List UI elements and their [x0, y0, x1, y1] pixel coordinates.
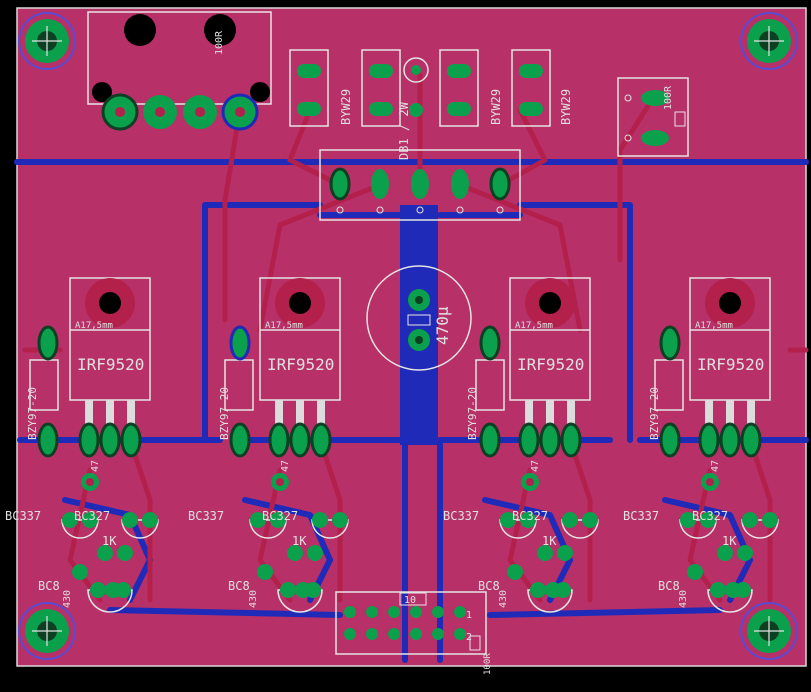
resistor-top-label: 100R	[214, 30, 225, 55]
ch4-bc337-label: BC337	[623, 509, 659, 523]
ch1-bc-low-label: BC8	[38, 579, 60, 593]
mounting-hole-bottom-left	[18, 602, 76, 660]
diodes-block	[289, 49, 551, 127]
bulk-capacitor	[366, 265, 472, 371]
mounting-hole-top-left	[18, 12, 76, 70]
top-copper-traces	[22, 72, 809, 603]
channel-3	[475, 277, 599, 613]
channel-1	[29, 277, 159, 613]
ch2-r1k-label: 1K	[292, 534, 307, 548]
mounting-hole-top-right	[740, 12, 798, 70]
ch2-bc337-label: BC337	[188, 509, 224, 523]
mounting-hole-bottom-right	[740, 602, 798, 660]
channel-2	[224, 277, 349, 613]
ch1-zener-label: BZY97-20	[26, 387, 39, 440]
ch2-bc327-label: BC327	[262, 509, 298, 523]
ch2-r430-label: 430	[248, 590, 259, 608]
ch3-r47-label: 47	[530, 460, 541, 472]
ch1-heatsink-label: A17,5mm	[75, 321, 113, 331]
diode-1-label: BYW29	[339, 89, 353, 125]
ch1-mosfet-outline	[69, 277, 151, 401]
ch3-mosfet-label: IRF9520	[517, 355, 584, 374]
ch3-r430-label: 430	[498, 590, 509, 608]
ch4-bc-low-label: BC8	[658, 579, 680, 593]
diode-2-label: BYW29	[489, 89, 503, 125]
ch1-mosfet-label: IRF9520	[77, 355, 144, 374]
ch3-bc337-label: BC337	[443, 509, 479, 523]
ch4-heatsink-label: A17,5mm	[695, 321, 733, 331]
power-connector	[87, 11, 272, 131]
ch3-mosfet-outline	[509, 277, 591, 401]
diode-3-label: BYW29	[559, 89, 573, 125]
ch3-heatsink-label: A17,5mm	[515, 321, 553, 331]
ch3-r1k-label: 1K	[542, 534, 557, 548]
ch4-zener-label: BZY97-20	[648, 387, 661, 440]
connector-resistor-label: 100R	[483, 653, 493, 675]
ch4-mosfet-label: IRF9520	[697, 355, 764, 374]
ch4-r47-label: 47	[710, 460, 721, 472]
connector-pin2-label: 2	[466, 632, 472, 643]
ch4-r1k-label: 1K	[722, 534, 737, 548]
connector-pin1-label: 1	[466, 610, 472, 621]
top-right-resistor	[617, 77, 689, 157]
ch2-zener-label: BZY97-20	[218, 387, 231, 440]
ch2-r47-label: 47	[280, 460, 291, 472]
ch4-bc327-label: BC327	[692, 509, 728, 523]
channel-4	[654, 277, 779, 613]
ch1-r1k-label: 1K	[102, 534, 117, 548]
bridge-label: DB1 / 2W	[397, 101, 411, 160]
ch3-bc327-label: BC327	[512, 509, 548, 523]
ch2-bc-low-label: BC8	[228, 579, 250, 593]
ch4-r430-label: 430	[678, 590, 689, 608]
ch3-zener-label: BZY97-20	[466, 387, 479, 440]
ch1-r430-label: 430	[62, 590, 73, 608]
resistor-top-right-label: 100R	[663, 85, 674, 110]
bridge-rectifier	[319, 149, 521, 221]
board-outline	[16, 7, 807, 667]
ch2-heatsink-label: A17,5mm	[265, 321, 303, 331]
connector-label: 10	[404, 595, 416, 606]
ch4-mosfet-outline	[689, 277, 771, 401]
ch3-bc-low-label: BC8	[478, 579, 500, 593]
ch1-r47-label: 47	[90, 460, 101, 472]
capacitor-label: 470µ	[433, 306, 452, 345]
ch1-bc337-label: BC337	[5, 509, 41, 523]
ch2-mosfet-label: IRF9520	[267, 355, 334, 374]
ch2-mosfet-outline	[259, 277, 341, 401]
ch1-bc327-label: BC327	[74, 509, 110, 523]
ribbon-connector	[335, 591, 487, 655]
